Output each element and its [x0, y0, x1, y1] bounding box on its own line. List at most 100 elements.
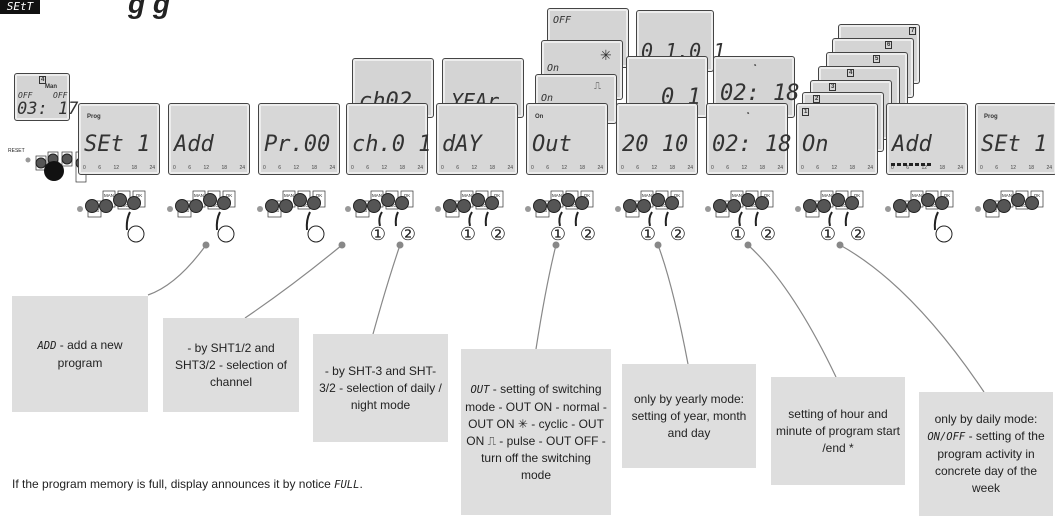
connector-line-3	[535, 244, 557, 350]
note-switching-mode: OUT - setting of switching mode - OUT ON…	[461, 349, 611, 515]
connector-dot-4	[654, 241, 662, 249]
scale-tick: 18	[1028, 165, 1034, 171]
off-right-indicator: OFF	[53, 91, 68, 100]
scale-tick: 18	[221, 165, 227, 171]
connector-line-5	[747, 244, 837, 378]
scale-tick: 0	[621, 165, 624, 171]
step-two-marker-5: ②	[580, 224, 596, 244]
keypad-6-button-2	[651, 193, 665, 207]
keypad-1-man-label: MAN	[194, 193, 204, 198]
keypad-5-button-0	[533, 199, 547, 213]
keypad-7-ok-label: OK	[764, 193, 771, 198]
reset-label: RESET	[8, 148, 25, 154]
keypad-1-esc-label: ESC	[209, 203, 219, 208]
press-arrow-a-7	[738, 211, 743, 227]
step-two-marker-7: ②	[760, 224, 776, 244]
keypad-9-button-3	[935, 196, 949, 210]
keypad-8-button-3	[845, 196, 859, 210]
step-two-marker-8: ②	[850, 224, 866, 244]
scale-tick: 12	[741, 165, 747, 171]
time-scale: 0 6 12 18 24	[711, 165, 783, 171]
scale-tick: 18	[489, 165, 495, 171]
connector-dot-2	[396, 241, 404, 249]
scale-tick: 12	[831, 165, 837, 171]
keypad-5-esc-label: ESC	[567, 203, 577, 208]
keypad-4-man-label: MAN	[462, 193, 472, 198]
clock-icon: ◔	[745, 109, 750, 118]
step-two-marker-6: ②	[670, 224, 686, 244]
display-segment-text: Add	[174, 132, 214, 157]
keypad-7-esc-label: ESC	[747, 203, 757, 208]
keypad-8-esc-label: ESC	[837, 203, 847, 208]
keypad-4-button-1	[457, 199, 471, 213]
keypad-10-button-2	[1011, 193, 1025, 207]
display-label: 1	[802, 108, 810, 116]
press-arrow-a-4	[468, 211, 473, 227]
display-segment-text: Pr.00	[264, 132, 331, 157]
press-arrow-0	[125, 211, 131, 231]
display-segment-text: 20 10	[622, 132, 689, 157]
scale-tick: 6	[366, 165, 369, 171]
keypad-1-button-3	[217, 196, 231, 210]
keypad-7-button-1	[727, 199, 741, 213]
keypad-3-ok-label: OK	[404, 193, 411, 198]
scale-tick: 6	[636, 165, 639, 171]
press-arrow-b-7	[754, 211, 759, 227]
scale-tick: 18	[759, 165, 765, 171]
press-arrow-a-3	[378, 211, 383, 227]
keypad-2-esc-label: ESC	[299, 203, 309, 208]
connector-dot-0	[202, 241, 210, 249]
display-segment-text: SEt 1	[981, 132, 1048, 157]
press-arrow-b-5	[574, 211, 579, 227]
keypad-6-man-label: MAN	[642, 193, 652, 198]
keypad-7-button-3	[755, 196, 769, 210]
keypad-6-button-3	[665, 196, 679, 210]
scale-tick: 6	[546, 165, 549, 171]
keypad-8-man-label: MAN	[822, 193, 832, 198]
scale-tick: 12	[561, 165, 567, 171]
reset-button-0	[35, 157, 47, 169]
press-arrow-b-3	[394, 211, 399, 227]
press-arrow-a-5	[558, 211, 563, 227]
keypad-2-led	[257, 206, 263, 212]
scale-tick: 24	[867, 165, 873, 171]
scale-tick: 24	[239, 165, 245, 171]
keypad-9-button-0	[893, 199, 907, 213]
keypad-6-ok-label: OK	[674, 193, 681, 198]
scale-tick: 0	[351, 165, 354, 171]
scale-tick: 6	[726, 165, 729, 171]
scale-tick: 24	[687, 165, 693, 171]
keypad-2-button-3	[307, 196, 321, 210]
keypad-10-ok-label: OK	[1034, 193, 1041, 198]
cyclic-icon: ✳	[600, 47, 612, 63]
keypad-9-led	[885, 206, 891, 212]
keypad-8-button-1	[817, 199, 831, 213]
press-arrow-a-6	[648, 211, 653, 227]
display-segment-text: ch.0 1	[352, 132, 432, 157]
reset-led	[25, 157, 31, 163]
connector-dot-1	[338, 241, 346, 249]
keypad-0-button-1	[99, 199, 113, 213]
scale-tick: 24	[777, 165, 783, 171]
scale-tick: 0	[711, 165, 714, 171]
keypad-8-button-2	[831, 193, 845, 207]
keypad-6-esc-label: ESC	[657, 203, 667, 208]
man-indicator: Man	[45, 84, 57, 90]
pulse-icon: ⎍	[594, 81, 601, 92]
channel-indicator: 4	[39, 76, 47, 84]
scale-tick: 12	[921, 165, 927, 171]
scale-tick: 0	[891, 165, 894, 171]
